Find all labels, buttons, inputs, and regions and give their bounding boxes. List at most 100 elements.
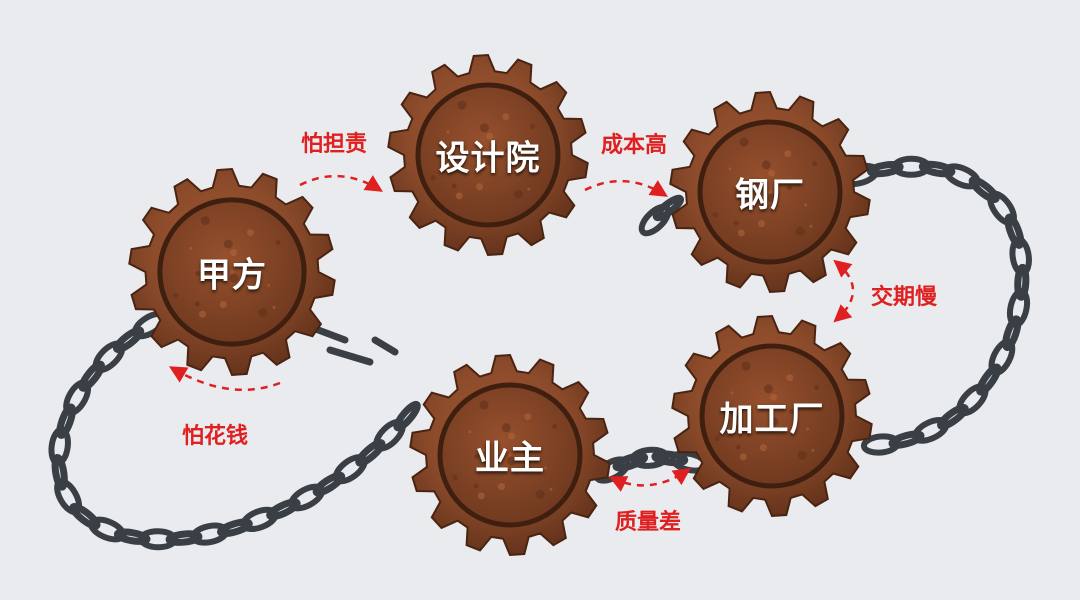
rust-speckle [199,310,206,318]
rust-speckle [552,424,558,429]
rust-speckle [457,100,467,110]
rust-speckle [275,240,281,246]
rust-speckle [758,220,765,228]
rust-speckle [452,154,458,159]
rust-speckle [770,414,774,418]
broken-chain-icon [301,321,399,366]
rust-speckle [769,417,779,427]
rust-speckle [230,249,238,257]
chain-link-icon [355,439,386,467]
rust-speckle [479,400,489,410]
rust-speckle [195,271,201,276]
rust-speckle [768,190,772,194]
gear-icon-jiafang [128,167,336,377]
rust-speckle [482,448,486,452]
rust-speckle [223,239,233,249]
chain-link-icon [69,503,101,530]
rust-speckle [504,148,510,154]
rust-speckle [200,216,210,226]
rust-speckle [486,153,490,157]
link-label-pa-danze: 怕担责 [300,132,368,157]
chain-link-icon [78,360,105,392]
gear-group [128,53,873,557]
rust-speckle [814,385,820,390]
chain-top-icon [638,194,685,237]
rust-speckle [786,374,794,382]
rust-speckle [788,409,794,415]
rust-speckle [811,448,815,452]
link-label-pa-huaqian: 怕花钱 [181,424,249,449]
chain-link-icon [651,450,689,467]
chain-link-icon [266,498,301,521]
chain-link-icon [113,528,151,545]
rust-speckle [477,492,485,500]
chain-right-icon [840,155,1032,456]
gear-label-sheji: 设计院 [435,138,541,179]
rust-speckle [812,161,818,166]
rust-speckle [258,308,268,317]
chain-link-icon [652,194,685,222]
chain-link-icon [1014,263,1030,301]
rust-speckle [446,130,450,134]
gear-icon-jiagongchang [671,314,873,518]
gear-label-jiagongchang: 加工厂 [719,399,825,440]
rust-speckle [468,430,472,434]
rust-speckle [733,220,739,226]
chain-link-icon [1004,213,1025,249]
rust-speckle [452,475,458,481]
rust-speckle [737,229,745,237]
rust-speckle [501,423,511,433]
rust-speckle [767,193,777,203]
arrow-icon-pa-danze [299,174,383,192]
chain-link-icon [918,160,956,178]
gear-icon-sheji [387,53,589,257]
chain-link-icon [165,530,203,546]
arrow-icon-zhiliang-cha [608,468,691,492]
rust-speckle [522,166,525,170]
chain-bottom-icon [593,446,710,484]
arrow-icon-pa-huaqian [168,366,281,392]
rust-speckle [739,453,747,461]
rust-speckle [524,413,532,421]
rust-speckle [474,454,480,459]
chain-link-icon [1002,315,1022,351]
rust-speckle [460,148,464,152]
rust-speckle [513,189,523,199]
rust-speckle [508,432,516,440]
gear-label-yezhu: 业主 [475,438,545,479]
rust-speckle [219,301,227,308]
chain-link-icon [976,363,1002,396]
rust-speckle [249,265,255,271]
rust-speckle [476,183,483,191]
rust-speckle [508,453,512,457]
rust-speckle [430,175,436,181]
arrow-icon-chengben-gao [584,179,668,197]
rust-speckle [530,124,536,129]
gear-icon-gangchang [669,90,871,294]
chain-link-icon [937,403,969,430]
rust-speckle [742,185,746,189]
rust-speckle [479,123,489,133]
rust-speckle [760,444,767,452]
chain-link-icon [56,403,76,439]
rust-speckle [194,301,200,307]
rust-speckle [797,450,807,460]
rust-speckle [795,226,805,236]
rust-speckle [761,160,771,170]
rust-speckle [739,137,749,147]
rust-speckle [784,150,792,158]
rust-speckle [246,229,254,237]
gear-label-gangchang: 钢厂 [735,175,805,216]
chain-left-icon [48,310,421,551]
rust-speckle [502,113,510,121]
rust-speckle [189,246,193,250]
rust-speckle [173,292,178,298]
rust-speckle [203,265,207,269]
rust-speckle [229,273,239,283]
chain-link-icon [968,176,1000,203]
rust-speckle [809,224,813,228]
link-label-zhiliang-cha: 质量差 [614,510,682,535]
chain-link-icon [888,430,925,449]
